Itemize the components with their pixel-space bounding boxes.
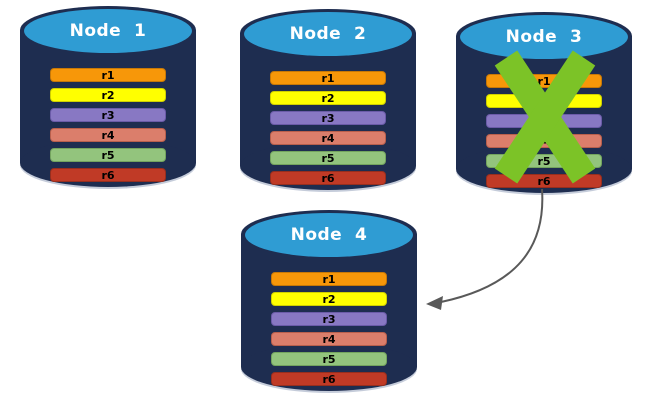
replica-bar-label: r2 <box>101 88 115 102</box>
node-3-cylinder: Node 3 r1 r2 r3 r4 r5 r6 <box>456 12 632 193</box>
replica-bar-label: r2 <box>321 91 335 105</box>
replica-bar-label: r1 <box>322 272 336 286</box>
replica-bar-r5: r5 <box>50 148 166 162</box>
replica-bar-r4: r4 <box>271 332 387 346</box>
replica-bar-r2: r2 <box>486 94 602 108</box>
replica-bar-r1: r1 <box>271 272 387 286</box>
replica-bar-r4: r4 <box>50 128 166 142</box>
rebalance-arrow <box>426 188 544 310</box>
replica-bar-r1: r1 <box>486 74 602 88</box>
replica-bar-r5: r5 <box>271 352 387 366</box>
replica-bar-label: r5 <box>537 154 551 168</box>
replica-bar-r6: r6 <box>486 174 602 188</box>
replica-bar-r5: r5 <box>486 154 602 168</box>
replica-bar-label: r3 <box>322 312 336 326</box>
replica-bar-label: r1 <box>537 74 551 88</box>
replica-bar-r3: r3 <box>486 114 602 128</box>
node-1-replicas: r1 r2 r3 r4 r5 r6 <box>50 68 166 182</box>
cylinder-top-face <box>245 213 413 257</box>
replica-bar-label: r4 <box>537 134 551 148</box>
replica-bar-label: r4 <box>322 332 336 346</box>
node-4-cylinder: Node 4 r1 r2 r3 r4 r5 r6 <box>241 210 417 391</box>
node-1-cylinder: Node 1 r1 r2 r3 r4 r5 r6 <box>20 6 196 187</box>
node-2-label: Node 2 <box>289 24 367 44</box>
replica-bar-r1: r1 <box>50 68 166 82</box>
replica-bar-label: r5 <box>322 352 336 366</box>
replica-bar-label: r4 <box>101 128 115 142</box>
replica-bar-label: r3 <box>537 114 551 128</box>
cylinder-top-face <box>24 9 192 53</box>
replica-bar-label: r3 <box>101 108 115 122</box>
replica-bar-r6: r6 <box>271 372 387 386</box>
node-4-replicas: r1 r2 r3 r4 r5 r6 <box>271 272 387 386</box>
replica-bar-r3: r3 <box>50 108 166 122</box>
replica-bar-r4: r4 <box>270 131 386 145</box>
replica-bar-r2: r2 <box>50 88 166 102</box>
replica-bar-label: r1 <box>101 68 115 82</box>
replica-bar-r3: r3 <box>271 312 387 326</box>
node-3-replicas: r1 r2 r3 r4 r5 r6 <box>486 74 602 188</box>
replica-bar-r5: r5 <box>270 151 386 165</box>
replica-bar-label: r5 <box>101 148 115 162</box>
replica-bar-label: r6 <box>537 174 551 188</box>
node-2-replicas: r1 r2 r3 r4 r5 r6 <box>270 71 386 185</box>
node-4-label: Node 4 <box>290 225 368 245</box>
replica-bar-r6: r6 <box>270 171 386 185</box>
replica-bar-label: r6 <box>101 168 115 182</box>
node-2-cylinder: Node 2 r1 r2 r3 r4 r5 r6 <box>240 9 416 190</box>
replica-bar-r1: r1 <box>270 71 386 85</box>
cylinder-top-face <box>244 12 412 56</box>
replica-bar-label: r6 <box>321 171 335 185</box>
replica-bar-label: r4 <box>321 131 335 145</box>
node-1-label: Node 1 <box>69 21 147 41</box>
replica-bar-r2: r2 <box>271 292 387 306</box>
replica-bar-label: r2 <box>322 292 336 306</box>
replica-bar-r6: r6 <box>50 168 166 182</box>
replica-bar-label: r1 <box>321 71 335 85</box>
replica-bar-label: r2 <box>537 94 551 108</box>
replica-bar-label: r5 <box>321 151 335 165</box>
node-3-label: Node 3 <box>505 27 583 47</box>
replica-bar-r2: r2 <box>270 91 386 105</box>
replica-bar-r3: r3 <box>270 111 386 125</box>
replica-bar-label: r6 <box>322 372 336 386</box>
replica-bar-r4: r4 <box>486 134 602 148</box>
replica-bar-label: r3 <box>321 111 335 125</box>
